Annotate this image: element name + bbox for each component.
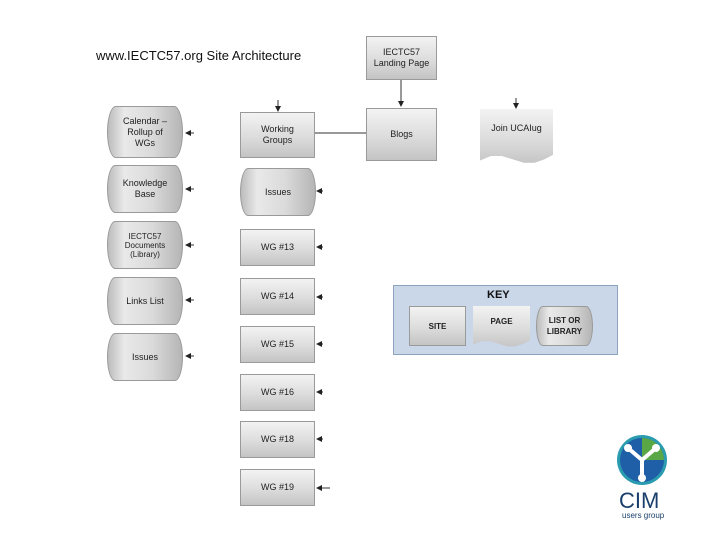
issues-left-node: Issues	[107, 333, 183, 381]
blogs-label: Blogs	[390, 129, 413, 139]
landing-page-node: IECTC57 Landing Page	[366, 36, 437, 80]
key-title: KEY	[487, 289, 510, 301]
links-list-node: Links List	[107, 277, 183, 325]
cim-logo	[612, 430, 672, 525]
key-site-label: SITE	[428, 321, 447, 331]
links-list-label: Links List	[126, 295, 164, 306]
wg16-node: WG #16	[240, 374, 315, 411]
wg19-label: WG #19	[260, 482, 294, 492]
working-groups-node: Working Groups	[240, 112, 315, 158]
cim-logo-text: CIM	[619, 488, 660, 513]
issues-mid-node: Issues	[240, 168, 316, 216]
wg19-node: WG #19	[240, 469, 315, 506]
wg14-node: WG #14	[240, 278, 315, 315]
wg18-label: WG #18	[260, 434, 294, 444]
landing-page-label: IECTC57 Landing Page	[373, 47, 430, 68]
wg14-label: WG #14	[260, 291, 294, 301]
wg13-node: WG #13	[240, 229, 315, 266]
calendar-node: Calendar – Rollup of WGs	[107, 106, 183, 158]
documents-library-node: IECTC57 Documents (Library)	[107, 221, 183, 269]
key-library-node: LIST OR LIBRARY	[536, 306, 593, 346]
key-library-label: LIST OR LIBRARY	[546, 316, 583, 336]
knowledge-base-label: Knowledge Base	[122, 178, 168, 199]
cim-logo-icon	[617, 435, 667, 485]
issues-mid-label: Issues	[264, 186, 291, 197]
join-ucaiug-label: Join UCAIug	[491, 123, 542, 133]
key-page-label: PAGE	[490, 317, 513, 326]
issues-left-label: Issues	[131, 351, 158, 362]
wg15-node: WG #15	[240, 326, 315, 363]
blogs-node: Blogs	[366, 108, 437, 161]
key-site-node: SITE	[409, 306, 466, 346]
wg18-node: WG #18	[240, 421, 315, 458]
join-ucaiug-node: Join UCAIug	[480, 109, 553, 163]
calendar-label: Calendar – Rollup of WGs	[122, 115, 168, 148]
cim-logo-subtext: users group	[622, 511, 665, 520]
documents-library-label: IECTC57 Documents (Library)	[124, 231, 166, 259]
wg15-label: WG #15	[260, 339, 294, 349]
wg16-label: WG #16	[260, 387, 294, 397]
knowledge-base-node: Knowledge Base	[107, 165, 183, 213]
wg13-label: WG #13	[260, 242, 294, 252]
diagram-title: www.IECTC57.org Site Architecture	[96, 48, 302, 63]
key-page-node: PAGE	[473, 306, 530, 347]
working-groups-label: Working Groups	[261, 124, 294, 145]
